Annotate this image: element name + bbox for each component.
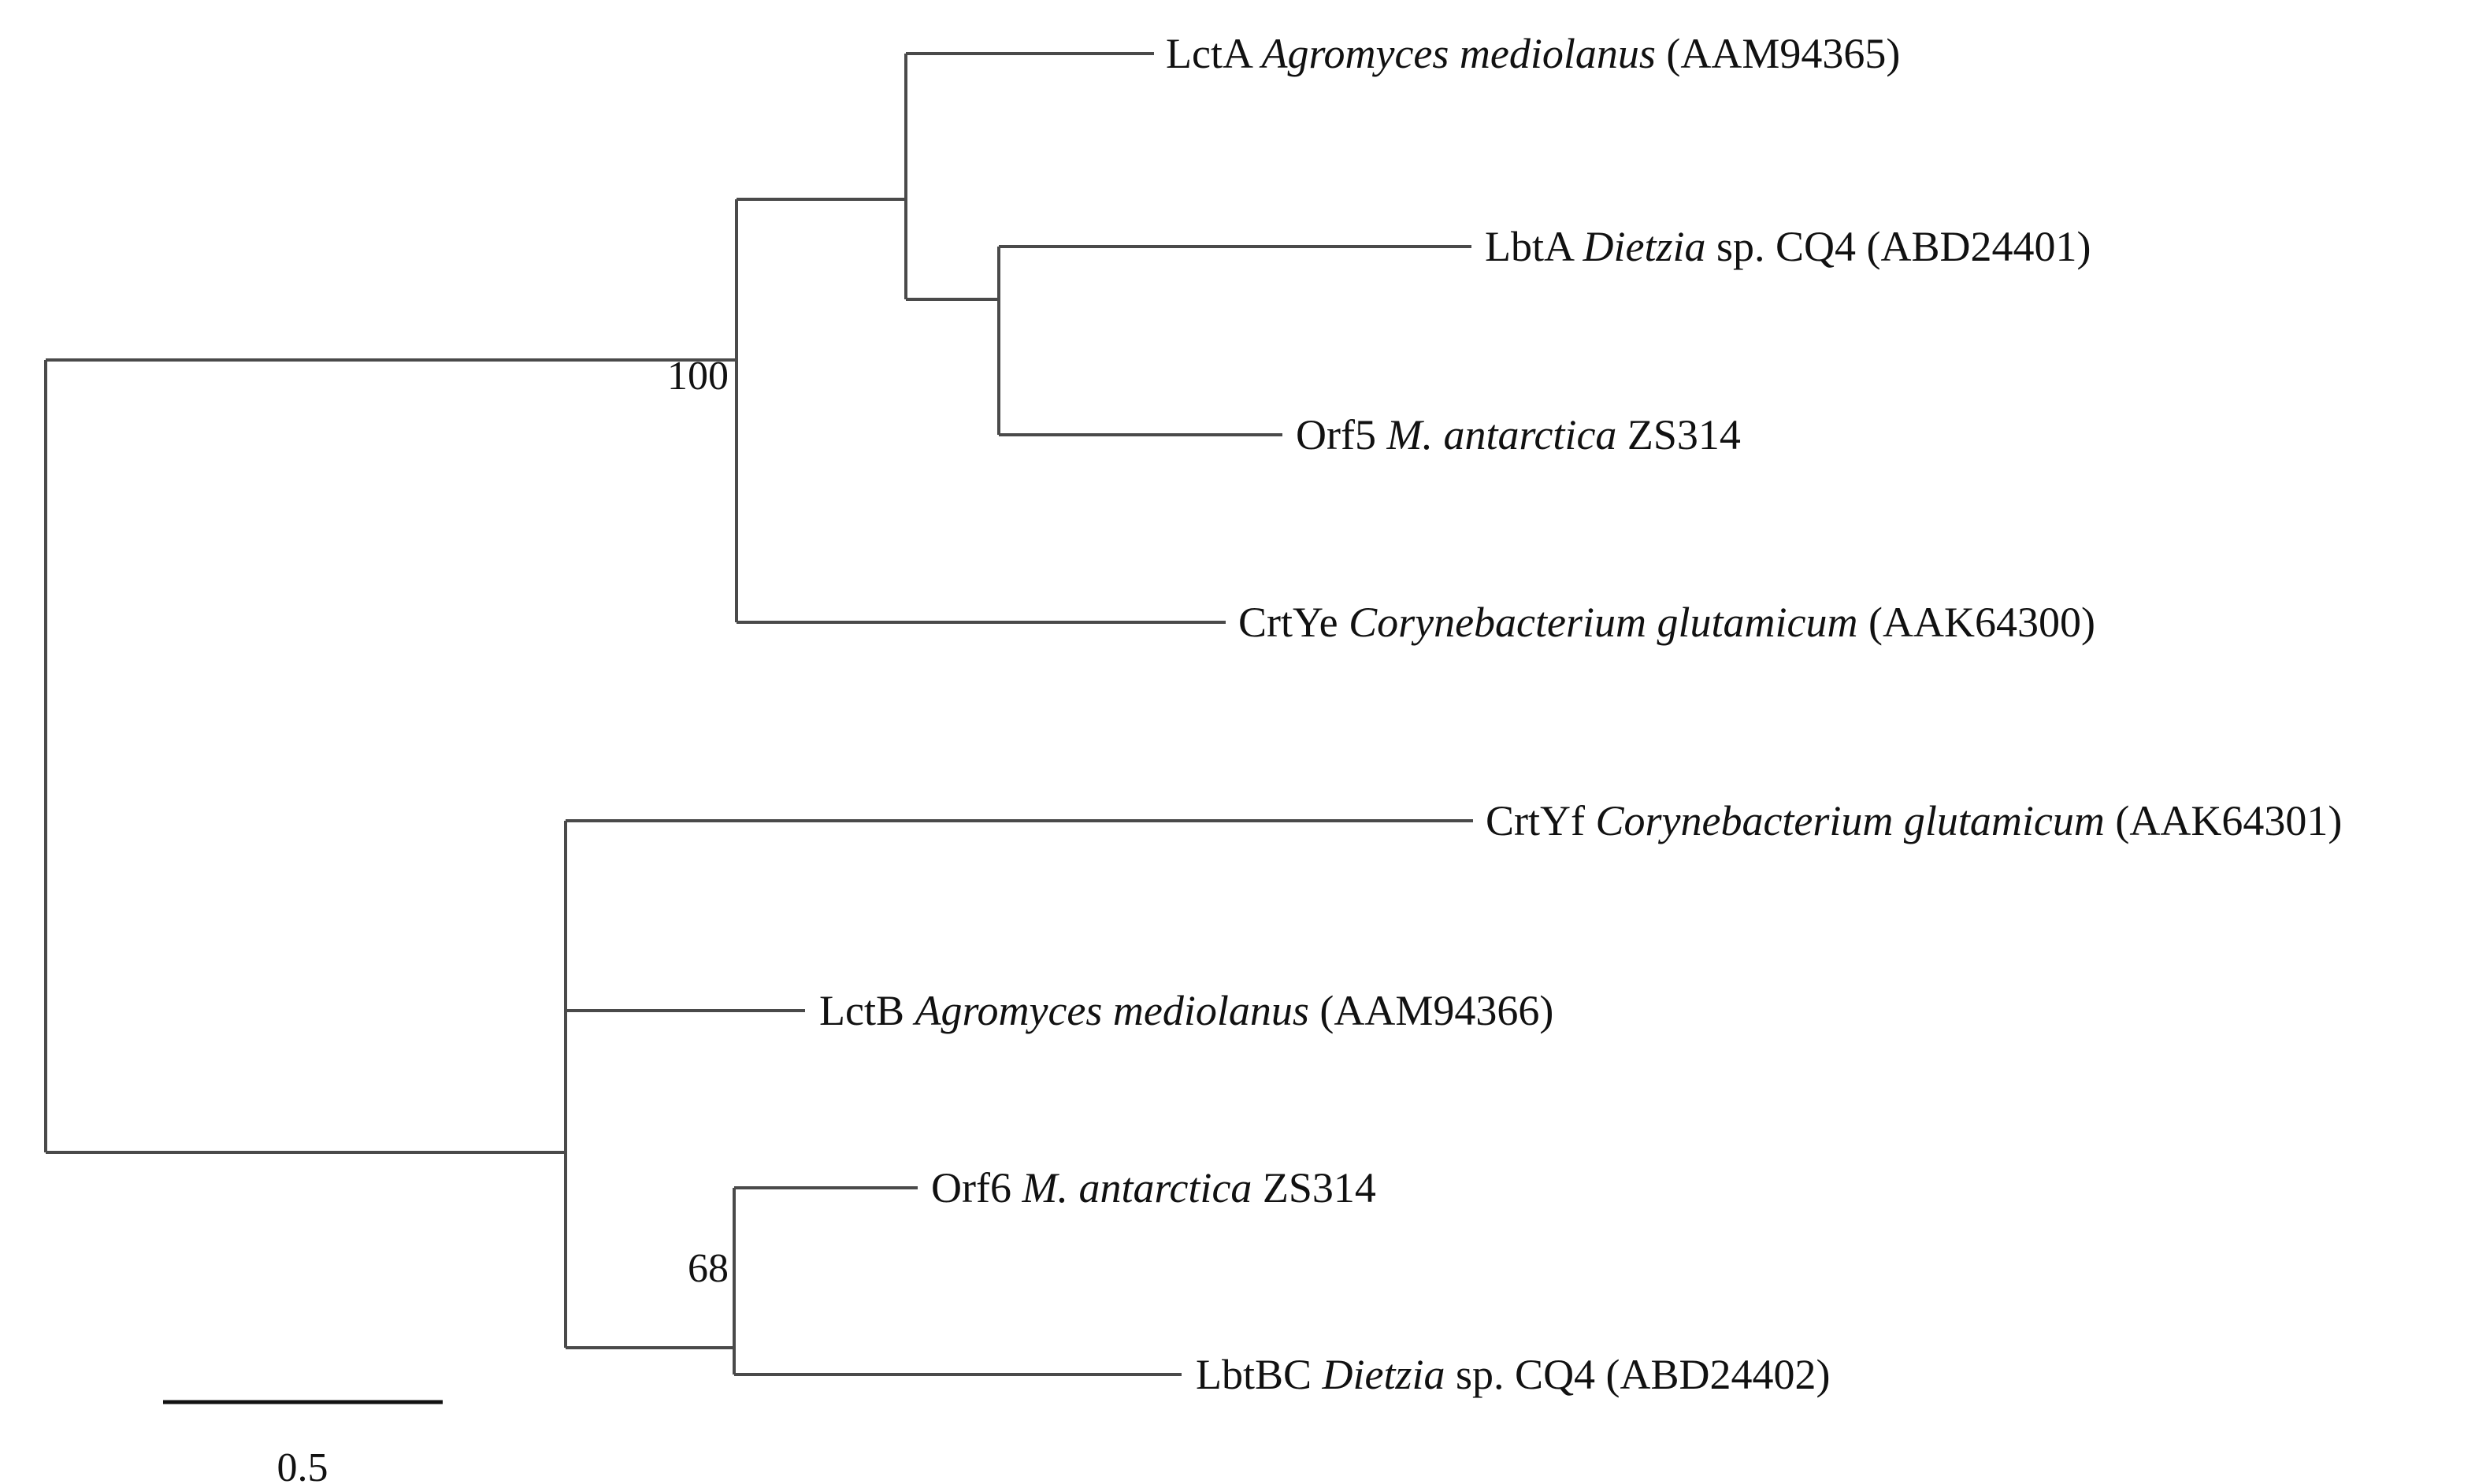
tip-label-lbtbc: LbtBC Dietzia sp. CQ4 (ABD24402) <box>1196 1353 1831 1396</box>
tip-gene-orf6: Orf6 <box>931 1164 1022 1211</box>
tip-species-crtye: Corynebacterium glutamicum <box>1349 599 1858 646</box>
tip-label-lcta: LctA Agromyces mediolanus (AAM94365) <box>1166 32 1900 75</box>
tip-label-lbta: LbtA Dietzia sp. CQ4 (ABD24401) <box>1485 225 2091 268</box>
tip-species-lbtbc: Dietzia <box>1322 1351 1445 1398</box>
support-value-node-upper-clade: 100 <box>667 354 729 399</box>
scale-bar-label: 0.5 <box>276 1445 328 1484</box>
tip-gene-orf5: Orf5 <box>1296 411 1387 458</box>
tip-species-lbta: Dietzia <box>1583 223 1706 270</box>
tip-suffix-crtye: (AAK64300) <box>1857 599 2095 646</box>
tip-gene-lbtbc: LbtBC <box>1196 1351 1323 1398</box>
tip-suffix-lcta: (AAM94365) <box>1655 30 1901 77</box>
support-value-node-orf6-lbtbc: 68 <box>688 1246 729 1291</box>
tip-species-lctb: Agromyces mediolanus <box>915 987 1309 1034</box>
tip-gene-lcta: LctA <box>1166 30 1262 77</box>
tip-label-crtye: CrtYe Corynebacterium glutamicum (AAK643… <box>1238 601 2095 644</box>
tip-suffix-orf5: ZS314 <box>1616 411 1741 458</box>
tip-species-crtyf: Corynebacterium glutamicum <box>1595 797 2105 844</box>
tip-suffix-lbtbc: sp. CQ4 (ABD24402) <box>1445 1351 1831 1398</box>
tip-label-orf5: Orf5 M. antarctica ZS314 <box>1296 414 1741 456</box>
tip-species-lcta: Agromyces mediolanus <box>1261 30 1656 77</box>
tip-suffix-orf6: ZS314 <box>1252 1164 1376 1211</box>
tip-suffix-lctb: (AAM94366) <box>1308 987 1554 1034</box>
tip-species-orf5: M. antarctica <box>1386 411 1617 458</box>
tip-gene-crtyf: CrtYf <box>1486 797 1596 844</box>
tip-suffix-lbta: sp. CQ4 (ABD24401) <box>1705 223 2091 270</box>
tip-label-crtyf: CrtYf Corynebacterium glutamicum (AAK643… <box>1486 800 2342 842</box>
tip-label-orf6: Orf6 M. antarctica ZS314 <box>931 1167 1376 1209</box>
tip-suffix-crtyf: (AAK64301) <box>2104 797 2343 844</box>
tip-gene-lbta: LbtA <box>1485 223 1583 270</box>
tip-gene-lctb: LctB <box>819 987 915 1034</box>
tip-gene-crtye: CrtYe <box>1238 599 1349 646</box>
tip-species-orf6: M. antarctica <box>1022 1164 1252 1211</box>
tip-label-lctb: LctB Agromyces mediolanus (AAM94366) <box>819 989 1553 1032</box>
